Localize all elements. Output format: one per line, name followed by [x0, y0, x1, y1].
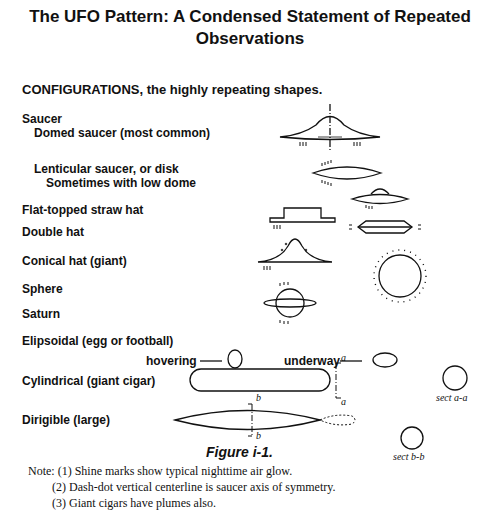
shape-name: Cylindrical (giant cigar) [22, 374, 155, 388]
section-heading: CONFIGURATIONS, the highly repeating sha… [22, 82, 322, 97]
straw-hat [270, 208, 335, 222]
saturn-body [276, 289, 304, 317]
lenticular-saucer [313, 167, 381, 179]
saturn-ring [264, 299, 316, 307]
dirigible [175, 411, 320, 430]
section-mark: a [341, 352, 346, 363]
shape-name: Saucer [22, 112, 62, 126]
shine-marks [274, 225, 280, 229]
shape-name: Elipsoidal (egg or football) [22, 334, 173, 348]
section-line [336, 363, 341, 398]
shape-name: Saturn [22, 307, 60, 321]
figure-title: The UFO Pattern: A Condensed Statement o… [0, 6, 500, 50]
shine-marks [264, 243, 307, 270]
cigar [190, 369, 330, 391]
double-hat [358, 226, 412, 227]
shape-name: Domed saucer (most common) [34, 126, 210, 140]
state-label: underway [284, 354, 340, 368]
double-hat [358, 221, 412, 233]
shape-name: Sphere [22, 282, 63, 296]
axis-line [329, 104, 330, 150]
shape-name: Dirigible (large) [22, 413, 110, 427]
section-circle [443, 366, 467, 390]
shine-marks [349, 225, 421, 229]
note-line: (3) Giant cigars have plumes also. [52, 496, 216, 511]
note-line: Note: (1) Shine marks show typical night… [28, 464, 292, 479]
domed-disk [352, 195, 408, 204]
state-label: hovering [146, 354, 197, 368]
sphere [379, 255, 421, 297]
shape-name: Conical hat (giant) [22, 254, 127, 268]
leader-dash [200, 360, 222, 361]
section-line [248, 404, 252, 436]
shine-marks [300, 142, 360, 146]
section-mark: a [341, 396, 346, 407]
section-circle [401, 427, 423, 449]
shine-marks [322, 160, 331, 186]
section-label: sect a-a [436, 392, 467, 403]
low-dome [371, 189, 389, 194]
section-mark: b [256, 392, 261, 403]
shine-marks [280, 282, 288, 324]
shape-name: Lenticular saucer, or disk [34, 162, 179, 176]
note-line: (2) Dash-dot vertical centerline is sauc… [52, 480, 335, 495]
plume [320, 415, 355, 425]
shape-note: Sometimes with low dome [46, 176, 196, 190]
shine-marks [366, 205, 372, 209]
conical-hat [258, 239, 332, 262]
shape-name: Flat-topped straw hat [22, 203, 143, 217]
section-label: sect b-b [393, 451, 424, 462]
egg-underway [373, 353, 397, 367]
shine-marks [374, 250, 426, 302]
axis-line [318, 137, 342, 138]
section-mark: b [256, 430, 261, 441]
figure-caption: Figure i-1. [206, 444, 273, 460]
shape-name: Double hat [22, 225, 84, 239]
egg-hovering [228, 350, 242, 368]
